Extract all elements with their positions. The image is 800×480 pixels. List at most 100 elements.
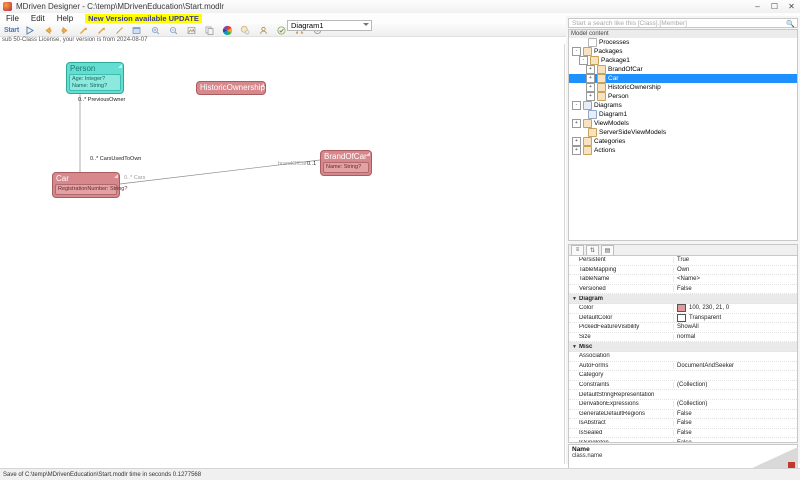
diagram-selector[interactable]: Diagram1 xyxy=(287,20,372,31)
search-input[interactable]: Start a search like this [Class].[Member… xyxy=(568,18,798,28)
property-value[interactable]: False xyxy=(673,410,797,417)
collapse-icon[interactable]: - xyxy=(579,56,588,65)
expand-icon[interactable]: + xyxy=(572,137,581,146)
property-pages-button[interactable]: ▤ xyxy=(601,244,614,256)
run-icon[interactable] xyxy=(21,24,38,37)
validate-icon[interactable] xyxy=(273,24,290,37)
expand-icon[interactable]: + xyxy=(572,119,581,128)
property-value[interactable]: ShowAll xyxy=(673,324,797,331)
property-value[interactable]: Own xyxy=(673,266,797,273)
save-image-icon[interactable] xyxy=(183,24,200,37)
back-arrow-icon[interactable] xyxy=(39,24,56,37)
menu-item-file[interactable]: File xyxy=(6,14,19,23)
new-diagram-icon[interactable] xyxy=(129,24,146,37)
property-value[interactable]: <Name> xyxy=(673,276,797,283)
collapse-category-icon[interactable]: ▼ xyxy=(572,343,577,350)
class-node-car[interactable]: Car RegistrationNumber: String? xyxy=(52,172,127,198)
class-node-person[interactable]: Person Age: Integer? Name: String? xyxy=(66,62,124,94)
settings-gear-icon[interactable] xyxy=(237,24,254,37)
property-value[interactable]: DocumentAndSeeker xyxy=(673,362,797,369)
expand-icon[interactable]: + xyxy=(586,83,595,92)
menu-item-edit[interactable]: Edit xyxy=(30,14,45,23)
property-value[interactable]: normal xyxy=(673,334,797,341)
tree-item-car[interactable]: +Car xyxy=(569,74,797,83)
collapse-icon[interactable]: - xyxy=(572,47,581,56)
collapse-icon[interactable]: - xyxy=(572,101,581,110)
property-row[interactable]: DefaultStringRepresentation xyxy=(569,390,797,400)
app-logo-icon xyxy=(3,2,12,11)
property-value[interactable]: False xyxy=(673,439,797,442)
zoom-out-icon[interactable] xyxy=(165,24,182,37)
tree-item-viewmodels[interactable]: +ViewModels xyxy=(569,119,797,128)
expand-icon[interactable]: + xyxy=(586,92,595,101)
search-icon[interactable]: 🔍 xyxy=(786,21,795,28)
expand-icon[interactable]: + xyxy=(586,65,595,74)
close-button[interactable]: ✕ xyxy=(788,2,795,11)
diagram-canvas[interactable]: Person Age: Integer? Name: String? Histo… xyxy=(0,44,565,464)
user-icon[interactable] xyxy=(255,24,272,37)
start-button[interactable]: Start xyxy=(4,26,19,34)
color-wheel-icon[interactable] xyxy=(219,24,236,37)
categorized-view-button[interactable]: ≡ xyxy=(571,244,584,256)
property-row[interactable]: Category xyxy=(569,371,797,381)
zoom-in-icon[interactable] xyxy=(147,24,164,37)
tree-item-diagram1[interactable]: Diagram1 xyxy=(569,110,797,119)
model-tree[interactable]: Model content Processes-Packages-Package… xyxy=(568,29,798,241)
expand-icon[interactable]: + xyxy=(586,74,595,83)
update-notice-banner[interactable]: New Version available UPDATE xyxy=(85,14,202,23)
tree-item-brandofcar[interactable]: +BrandOfCar xyxy=(569,65,797,74)
property-row[interactable]: Constraints(Collection) xyxy=(569,381,797,391)
property-value[interactable]: 100, 230, 21, 0 xyxy=(673,304,797,313)
property-row[interactable]: TableName<Name> xyxy=(569,275,797,285)
property-value[interactable]: False xyxy=(673,420,797,427)
property-category-row[interactable]: ▼Diagram xyxy=(569,294,797,304)
tree-item-person[interactable]: +Person xyxy=(569,92,797,101)
class-node-brandofcar[interactable]: BrandOfCar Name: String? xyxy=(320,150,372,176)
property-row[interactable]: Association xyxy=(569,352,797,362)
copy-icon[interactable] xyxy=(201,24,218,37)
property-value[interactable]: False xyxy=(673,429,797,436)
maximize-button[interactable]: ☐ xyxy=(770,2,779,11)
alphabetical-sort-button[interactable]: ⇅ xyxy=(586,244,599,256)
color-swatch[interactable] xyxy=(677,304,686,313)
color-swatch[interactable] xyxy=(677,313,686,322)
expand-icon[interactable]: + xyxy=(572,146,581,155)
tree-item-packages[interactable]: -Packages xyxy=(569,47,797,56)
add-association-icon[interactable] xyxy=(93,24,110,37)
property-value[interactable]: (Collection) xyxy=(673,382,797,389)
tree-item-serversideviewmodels[interactable]: ServerSideViewModels xyxy=(569,128,797,137)
collapse-category-icon[interactable]: ▼ xyxy=(572,295,577,302)
draw-line-icon[interactable] xyxy=(111,24,128,37)
minimize-button[interactable]: – xyxy=(755,2,760,11)
tree-item-package1[interactable]: -Package1 xyxy=(569,56,797,65)
menu-item-help[interactable]: Help xyxy=(56,14,74,23)
property-row[interactable]: DerivationExpressions(Collection) xyxy=(569,400,797,410)
forward-arrow-icon[interactable] xyxy=(57,24,74,37)
property-value[interactable]: (Collection) xyxy=(673,401,797,408)
property-category-row[interactable]: ▼Misc xyxy=(569,342,797,352)
add-class-icon[interactable] xyxy=(75,24,92,37)
tree-item-processes[interactable]: Processes xyxy=(569,38,797,47)
tree-item-actions[interactable]: +Actions xyxy=(569,146,797,155)
property-value[interactable]: True xyxy=(673,257,797,264)
tree-item-historicownership[interactable]: +HistoricOwnership xyxy=(569,83,797,92)
edge-label: 0..* CarsUsedToOwn xyxy=(90,156,142,162)
tree-item-diagrams[interactable]: -Diagrams xyxy=(569,101,797,110)
class-node-historicownership[interactable]: HistoricOwnership xyxy=(196,81,266,95)
tree-item-categories[interactable]: +Categories xyxy=(569,137,797,146)
property-value[interactable]: False xyxy=(673,286,797,293)
property-value[interactable]: Transparent xyxy=(673,313,797,322)
